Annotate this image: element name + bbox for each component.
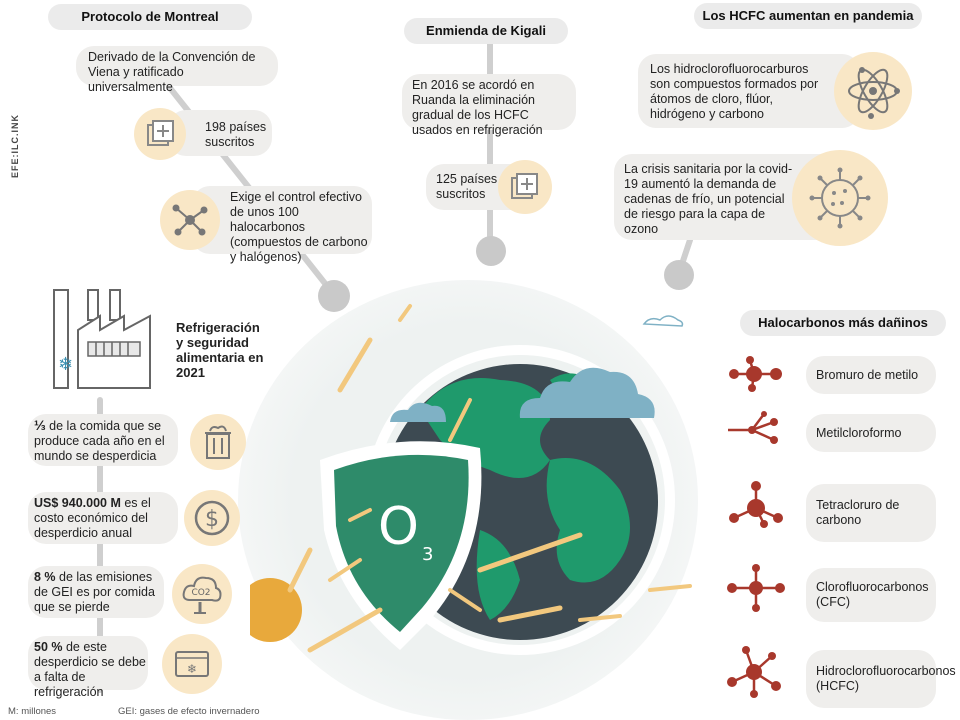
co2-label: CO2 <box>191 588 210 598</box>
virus-icon <box>809 167 871 229</box>
kigali-box-1: En 2016 se acordó en Ruanda la eliminaci… <box>402 74 576 137</box>
refrigeracion-item-4-body: de este desperdicio se debe a falta de r… <box>34 640 146 699</box>
atom-icon <box>848 67 900 119</box>
halocarbon-item-label: Bromuro de metilo <box>806 356 936 394</box>
halocarbon-molecule-icon <box>727 564 785 612</box>
cloud <box>519 367 655 418</box>
halocarbon-molecule-icon <box>729 481 783 528</box>
footer-note-left: M: millones <box>8 706 57 717</box>
montreal-title: Protocolo de Montreal <box>48 4 252 30</box>
continent <box>420 378 550 478</box>
cloud <box>642 315 684 327</box>
dollar-coin-icon: $ <box>194 500 230 536</box>
svg-text:$: $ <box>205 507 219 532</box>
halocarbon-item-label: Tetracloruro de carbono <box>806 484 936 542</box>
halocarbon-molecule-icon <box>729 356 782 392</box>
hcfc-icon-circle-2 <box>792 150 888 246</box>
refrigeracion-item-2-lead: US$ 940.000 M <box>34 496 121 510</box>
halocarbon-item-label: Clorofluorocarbonos (CFC) <box>806 568 936 622</box>
refrigeracion-item-4-lead: 50 % <box>34 640 63 654</box>
molecule-network-icon <box>172 204 208 236</box>
montreal-end-dot <box>318 280 350 312</box>
refrigeracion-item-2 <box>28 492 178 544</box>
refrigerator-icon: ❄ <box>175 651 209 677</box>
continent <box>476 530 520 620</box>
refrigeracion-item-2-text: US$ 940.000 M es el costo económico del … <box>34 496 174 541</box>
kigali-title: Enmienda de Kigali <box>404 18 568 44</box>
halocarbon-item-label: Metilcloroformo <box>806 414 936 452</box>
refrigeracion-item-3-lead: 8 % <box>34 570 56 584</box>
ozone-shield-inner <box>334 454 469 632</box>
footer-note-right: GEI: gases de efecto invernadero <box>118 706 260 717</box>
factory-icon: ❄ <box>53 289 151 389</box>
halocarbon-item-label: Hidroclorofluorocarbonos (HCFC) <box>806 650 956 708</box>
trash-can-icon <box>205 425 231 459</box>
svg-text:❄: ❄ <box>187 662 197 676</box>
hcfc-box-2-text: La crisis sanitaria por la covid-19 aume… <box>624 162 793 236</box>
hcfc-title: Los HCFC aumentan en pandemia <box>694 3 922 29</box>
co2-cloud-icon: CO2 <box>182 576 222 614</box>
hcfc-box-1 <box>638 54 860 128</box>
kigali-box-2-text: 125 países suscritos <box>436 172 498 201</box>
hcfc-box-1-text: Los hidroclorofluorocarburos son compues… <box>650 62 819 121</box>
refrigeracion-icon-circle-2 <box>184 490 240 546</box>
cloud <box>390 402 446 422</box>
montreal-box-2-text: 198 países suscritos <box>205 120 267 149</box>
refrigeracion-title: Refrigeración y seguridad alimentaria en… <box>176 320 264 380</box>
refrigeracion-item-4 <box>28 636 148 690</box>
halocarbon-molecule-icon <box>727 646 781 698</box>
sun <box>250 578 302 642</box>
refrigeracion-icon-circle-1 <box>190 414 246 470</box>
montreal-box-3-text: Exige el control efectivo de unos 100 ha… <box>230 190 368 264</box>
refrigeracion-item-3 <box>28 566 164 618</box>
ozone-symbol: O <box>378 497 419 557</box>
watermark: EFE:ILC.INK <box>10 114 20 178</box>
refrigeracion-item-1-lead: ⅓ <box>34 417 46 433</box>
refrigeracion-item-1-body: de la comida que se produce cada año en … <box>34 419 165 463</box>
halocarbon-molecule-icon <box>728 411 778 444</box>
svg-text:❄: ❄ <box>58 354 73 375</box>
hcfc-end-dot <box>664 260 694 290</box>
refrigeracion-item-1 <box>28 414 178 466</box>
ozone-subscript: 3 <box>422 544 433 565</box>
montreal-box-3 <box>192 186 372 254</box>
ozone-illustration: O 3 <box>250 304 692 655</box>
halocarbonos-title: Halocarbonos más dañinos <box>740 310 946 336</box>
refrigeracion-icon-circle-4 <box>162 634 222 694</box>
refrigeracion-item-3-body: de las emisiones de GEI es por comida qu… <box>34 570 155 614</box>
document-plus-icon <box>147 120 174 146</box>
montreal-box-1: Derivado de la Convención de Viena y rat… <box>76 46 278 94</box>
refrigeracion-item-4-text: 50 % de este desperdicio se debe a falta… <box>34 640 150 700</box>
refrigeracion-item-3-text: 8 % de las emisiones de GEI es por comid… <box>34 570 160 615</box>
kigali-end-dot <box>476 236 506 266</box>
refrigeracion-item-2-body: es el costo económico del desperdicio an… <box>34 496 151 540</box>
refrigeracion-item-1-text: ⅓ de la comida que se produce cada año e… <box>34 418 172 464</box>
continent <box>546 458 630 583</box>
document-plus-icon <box>511 173 538 199</box>
